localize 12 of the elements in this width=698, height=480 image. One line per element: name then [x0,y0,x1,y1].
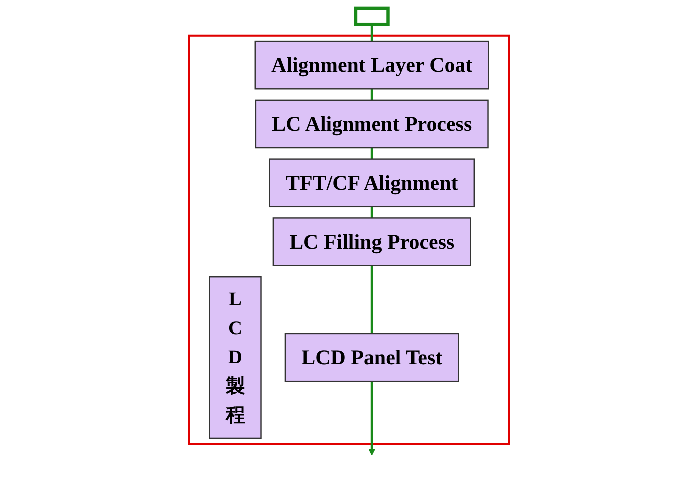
process-box: LCD Panel Test [284,333,460,382]
process-box: TFT/CF Alignment [269,158,475,208]
connector-line [370,266,374,334]
connector-line [370,148,374,160]
connector-line [370,88,374,101]
process-box: LC Alignment Process [255,100,489,149]
empty-box [354,6,390,26]
connector-line [370,24,374,42]
process-box: Alignment Layer Coat [254,40,490,90]
process-box: LC Filling Process [272,218,472,266]
arrow [368,382,376,456]
connector-line [370,206,374,218]
